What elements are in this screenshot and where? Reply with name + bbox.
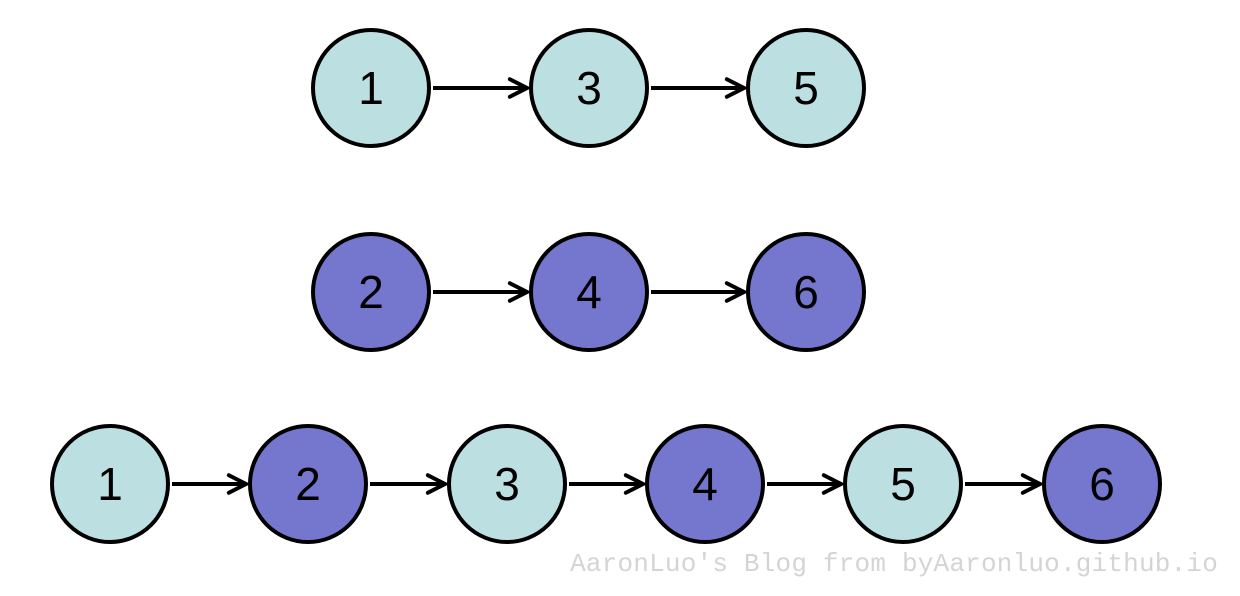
node-value-label: 3 bbox=[494, 458, 520, 510]
node-value-label: 4 bbox=[692, 458, 718, 510]
list-node-even-6 bbox=[1042, 424, 1162, 544]
node-value-label: 2 bbox=[295, 458, 321, 510]
list-node-even-4 bbox=[645, 424, 765, 544]
list-node-odd-3 bbox=[447, 424, 567, 544]
list-node-even-6 bbox=[746, 232, 866, 352]
list-row-merged-list: 1 2 3 4 5 6 bbox=[50, 424, 1162, 544]
node-value-label: 1 bbox=[97, 458, 123, 510]
node-value-label: 3 bbox=[576, 62, 602, 114]
list-row-odd-list: 1 3 5 bbox=[311, 28, 866, 148]
list-node-odd-5 bbox=[746, 28, 866, 148]
list-row-even-list: 2 4 6 bbox=[311, 232, 866, 352]
watermark-text: AaronLuo's Blog from byAaronluo.github.i… bbox=[570, 549, 1218, 579]
node-value-label: 1 bbox=[358, 62, 384, 114]
list-node-odd-1 bbox=[311, 28, 431, 148]
list-node-odd-3 bbox=[529, 28, 649, 148]
list-node-even-2 bbox=[248, 424, 368, 544]
node-value-label: 5 bbox=[890, 458, 916, 510]
node-value-label: 4 bbox=[576, 266, 602, 318]
list-node-even-2 bbox=[311, 232, 431, 352]
list-node-odd-1 bbox=[50, 424, 170, 544]
node-value-label: 6 bbox=[1089, 458, 1115, 510]
list-node-even-4 bbox=[529, 232, 649, 352]
node-value-label: 5 bbox=[793, 62, 819, 114]
node-value-label: 2 bbox=[358, 266, 384, 318]
node-value-label: 6 bbox=[793, 266, 819, 318]
list-node-odd-5 bbox=[843, 424, 963, 544]
